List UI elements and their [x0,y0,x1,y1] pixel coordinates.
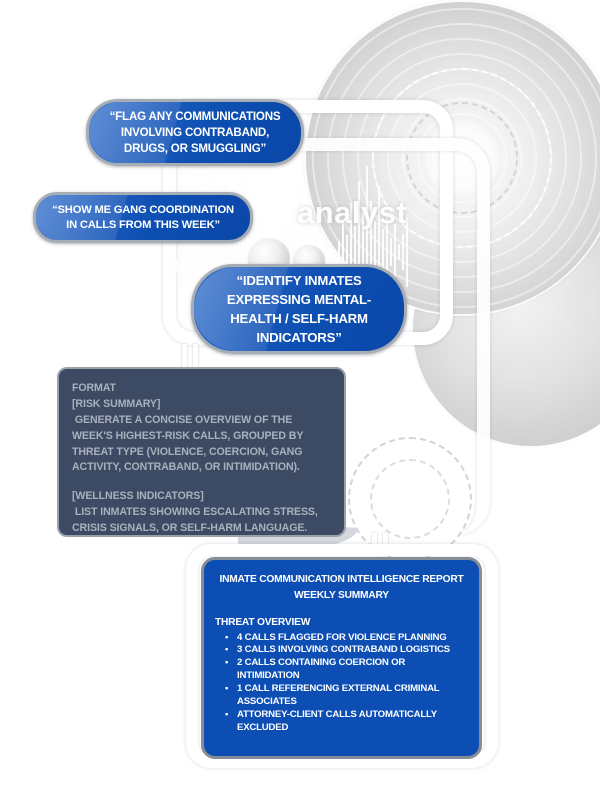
report-bullet-list: 4 CALLS FLAGGED FOR VIOLENCE PLANNING3 C… [215,632,468,735]
format-panel-line: LIST INMATES SHOWING ESCALATING STRESS, … [72,506,321,535]
window-frame-outline-report [186,544,498,768]
format-panel-line: FORMAT [72,382,116,394]
connector-stem [193,344,198,371]
prompt-line: DRUGS, OR SMUGGLING” [123,141,267,155]
report-title: INMATE COMMUNICATION INTELLIGENCE REPORT… [215,572,468,604]
prompt-line: INVOLVING CONTRABAND, [120,125,270,139]
report-bullet: 4 CALLS FLAGGED FOR VIOLENCE PLANNING [223,632,468,645]
prompt-line: IN CALLS FROM THIS WEEK” [66,218,220,231]
format-panel-line [72,476,331,489]
format-panel-line: GENERATE A CONCISE OVERVIEW OF THE WEEK'… [72,413,306,474]
report-bullet: ATTORNEY-CLIENT CALLS AUTOMATICALLY EXCL… [223,709,468,735]
format-prompt-panel: FORMAT [RISK SUMMARY] GENERATE A CONCISE … [57,367,346,537]
report-bullet: 2 CALLS CONTAINING COERCION OR INTIMIDAT… [223,657,468,683]
report-title-line: WEEKLY SUMMARY [294,589,389,601]
audio-waveform-right [338,158,410,346]
dashed-ring-ornament-inner [370,459,450,539]
prompt-bubble-contraband: “FLAG ANY COMMUNICATIONS INVOLVING CONTRA… [86,99,304,166]
report-bullet: 3 CALLS INVOLVING CONTRABAND LOGISTICS [223,644,468,657]
report-bullet: 1 CALL REFERENCING EXTERNAL CRIMINAL ASS… [223,683,468,709]
brand-watermark: analyst [297,195,408,230]
connector-stem [182,344,187,371]
gray-circle-large [306,2,600,314]
prompt-line: “IDENTIFY INMATES [236,273,362,288]
prompt-line: “FLAG ANY COMMUNICATIONS [109,109,281,123]
report-panel: INMATE COMMUNICATION INTELLIGENCE REPORT… [201,557,482,759]
prompt-bubble-mental-health: “IDENTIFY INMATES EXPRESSING MENTAL- HEALT… [191,264,407,354]
prompt-line: EXPRESSING MENTAL- [226,292,372,307]
prompt-line: INDICATORS” [256,330,342,345]
prompt-bubble-text: “IDENTIFY INMATES EXPRESSING MENTAL- HEALT… [194,271,404,347]
prompt-line: HEALTH / SELF-HARM [230,311,368,326]
prompt-bubble-text: “SHOW ME GANG COORDINATION IN CALLS FROM … [36,203,250,233]
report-section-heading: THREAT OVERVIEW [215,616,311,628]
prompt-line: “SHOW ME GANG COORDINATION [52,203,234,216]
report-title-line: INMATE COMMUNICATION INTELLIGENCE REPORT [219,574,464,585]
format-panel-line: [WELLNESS INDICATORS] [72,490,204,503]
prompt-bubble-text: “FLAG ANY COMMUNICATIONS INVOLVING CONTRA… [89,109,301,157]
prompt-bubble-gang-coordination: “SHOW ME GANG COORDINATION IN CALLS FROM … [33,192,253,243]
format-panel-line: [RISK SUMMARY] [72,397,161,410]
